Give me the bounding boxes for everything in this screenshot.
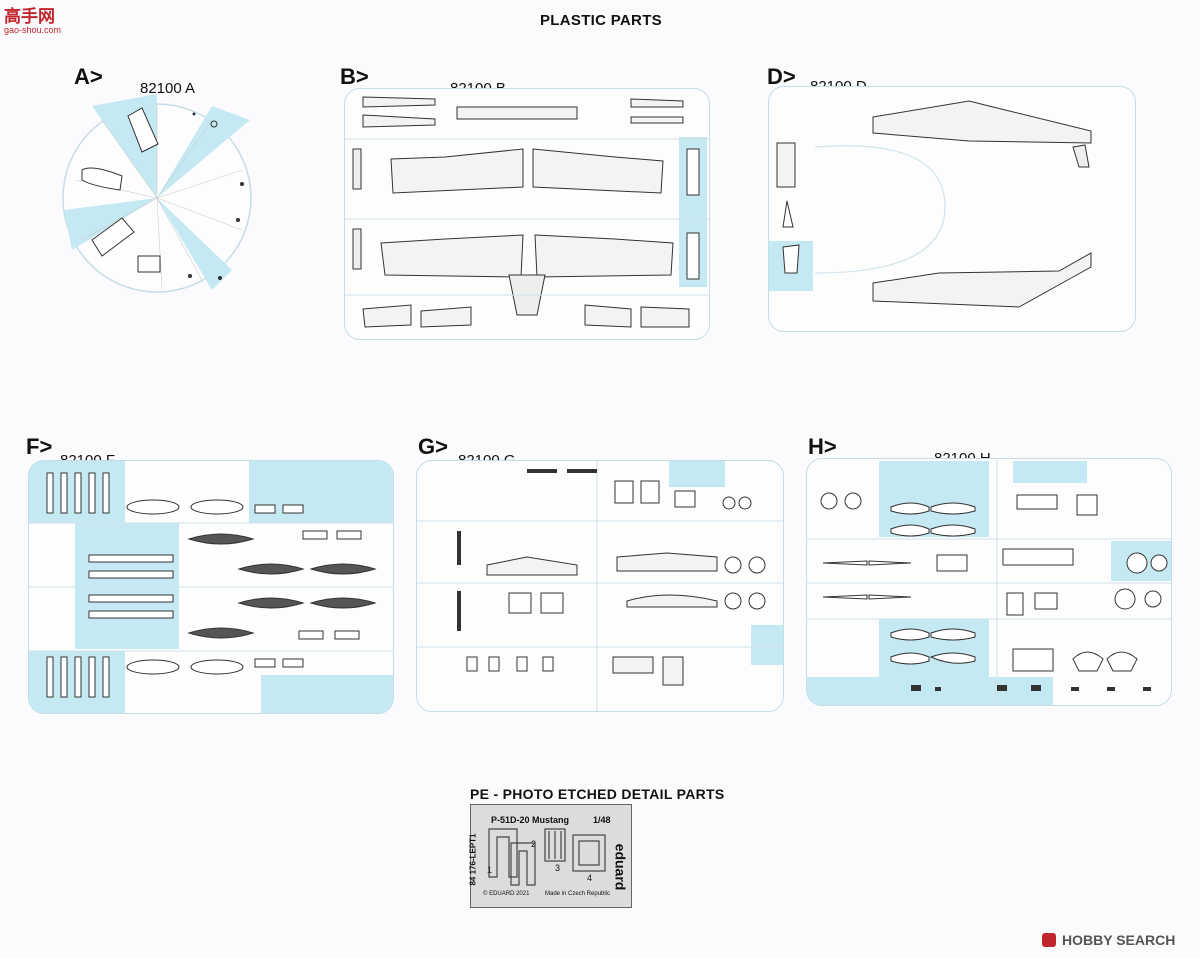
- site-url: gao-shou.com: [4, 25, 62, 35]
- pe-part-number-4: 4: [587, 873, 593, 883]
- sprue-b: [344, 88, 710, 340]
- sprue-a: [62, 90, 252, 300]
- sprue-a-code: 82100 A: [140, 80, 196, 97]
- sprue-g-letter: G>: [418, 434, 448, 459]
- sprue-g-drawing: [417, 461, 783, 711]
- sprue-h-drawing: [807, 459, 1171, 705]
- site-logo: 高手网: [4, 7, 55, 26]
- sprue-a-letter: A>: [74, 64, 103, 89]
- pe-copyright: © EDUARD 2021: [483, 891, 530, 897]
- pe-section-title: PE - PHOTO ETCHED DETAIL PARTS: [470, 786, 725, 802]
- page-title: PLASTIC PARTS: [540, 12, 662, 29]
- sprue-f-letter: F>: [26, 434, 53, 459]
- sprue-a-drawing: [62, 94, 252, 293]
- sprue-b-drawing: [345, 96, 709, 328]
- footer-logo-icon: [1042, 933, 1056, 947]
- sprue-d-letter: D>: [767, 64, 796, 89]
- pe-parts-drawing: [488, 828, 606, 886]
- pe-scale: 1/48: [593, 815, 611, 825]
- pe-fret: P-51D-20 Mustang 1/48 eduard 84 176-LEPT…: [469, 804, 632, 908]
- sprue-h: [806, 458, 1172, 706]
- pe-part-number-3: 3: [555, 863, 561, 873]
- sprue-f: [28, 460, 394, 714]
- footer-watermark: HOBBY SEARCH: [1062, 932, 1176, 948]
- sprue-f-drawing: [29, 472, 393, 698]
- sprue-b-letter: B>: [340, 64, 369, 89]
- sprue-h-letter: H>: [808, 434, 837, 459]
- pe-sheet-title: P-51D-20 Mustang: [491, 815, 570, 825]
- sprue-d-drawing: [776, 100, 1092, 308]
- pe-made-in: Made in Czech Republic: [545, 891, 611, 897]
- pe-part-number-2: 2: [531, 839, 537, 849]
- sprue-g: [416, 460, 784, 712]
- site-watermark: 高手网 gao-shou.com: [4, 8, 74, 35]
- sprue-d: [768, 86, 1136, 332]
